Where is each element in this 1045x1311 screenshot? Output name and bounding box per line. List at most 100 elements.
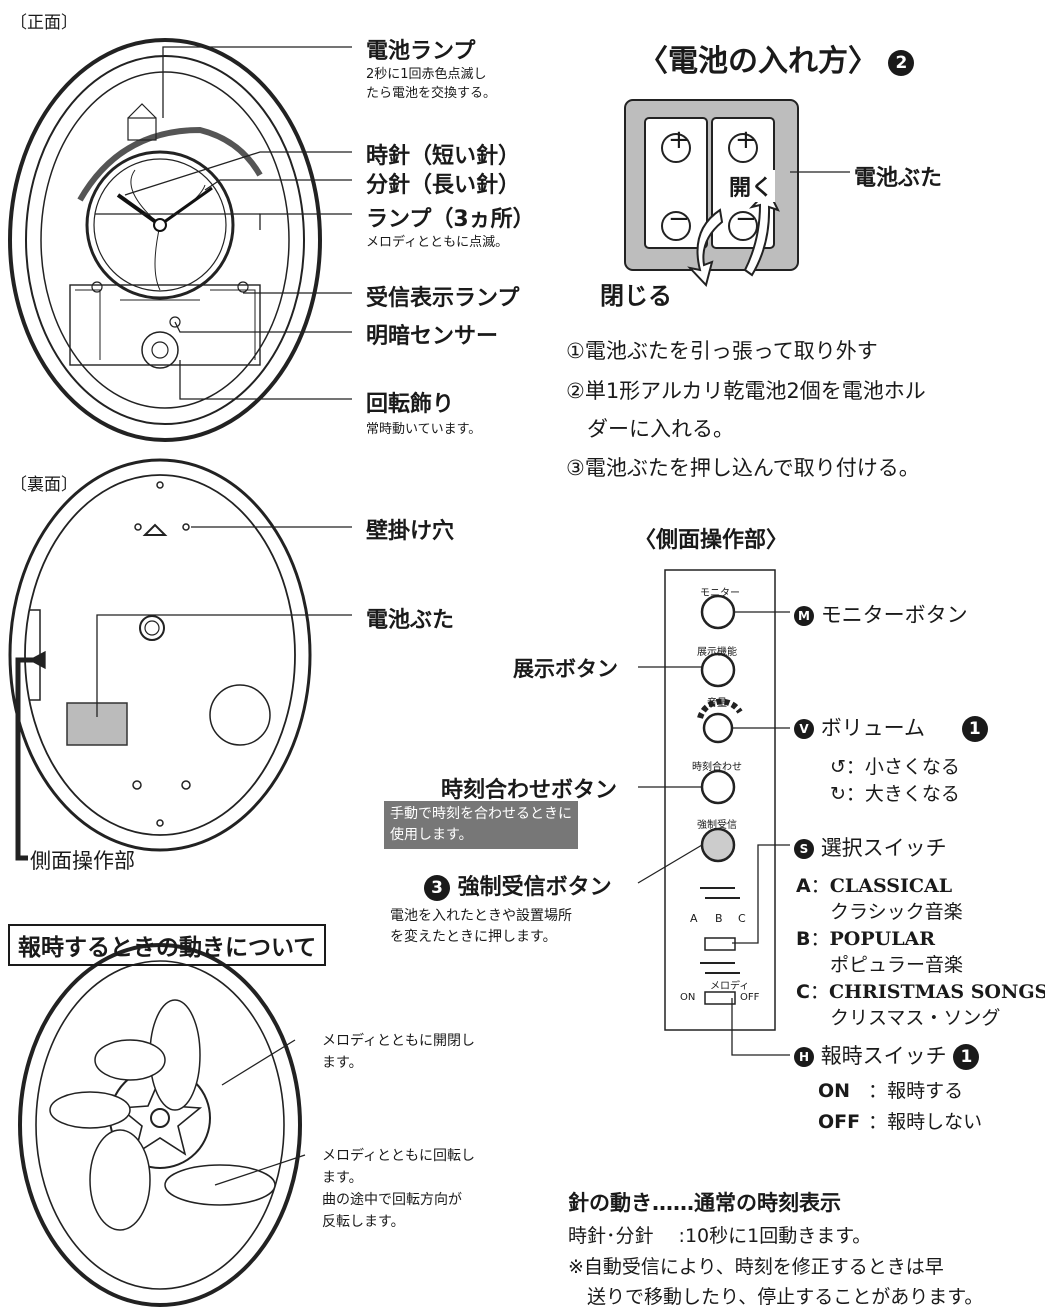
front-section-label: 〔正面〕: [10, 13, 78, 33]
minute-hand-label: 分針（長い針）: [366, 173, 521, 198]
panel-on-text: ON: [680, 992, 696, 1003]
front-leader-lines: [95, 46, 352, 400]
panel-off-text: OFF: [740, 992, 760, 1003]
option-b-key: B: [796, 928, 811, 950]
front-clock-illustration: [8, 38, 322, 442]
option-b: B：POPULAR: [796, 924, 935, 951]
light-sensor-label: 明暗センサー: [366, 324, 499, 349]
chime-switch-callout: H 報時スイッチ 1: [794, 1040, 980, 1070]
battery-step-2: ②単1形アルカリ乾電池2個を電池ホル: [566, 379, 926, 403]
force-badge: 3: [424, 875, 450, 901]
battery-lamp-label: 電池ランプ: [366, 39, 476, 64]
cw-icon: ↻: [830, 783, 846, 805]
time-set-button-label: 時刻合わせボタン: [441, 778, 618, 803]
rotating-decor-note: 常時動いています。: [366, 422, 482, 437]
minus-right-icon: −: [735, 204, 757, 234]
panel-monitor-text: モニター: [700, 588, 740, 599]
motion-title: 報時するときの動きについて: [8, 924, 327, 966]
force-button-label: 強制受信ボタン: [457, 875, 612, 900]
plus-right-icon: +: [735, 125, 757, 155]
panel-c-text: C: [738, 912, 746, 925]
option-b-desc: ポピュラー音楽: [830, 954, 964, 976]
clock-hands: [116, 186, 213, 232]
option-a-name: CLASSICAL: [829, 875, 953, 897]
motion-clock-illustration: [18, 943, 306, 1307]
select-switch-label: 選択スイッチ: [820, 836, 947, 860]
option-b-name: POPULAR: [829, 928, 936, 950]
battery-lamp-note: 2秒に1回赤色点滅し たら電池を交換する。: [366, 67, 497, 101]
back-section-label: 〔裏面〕: [10, 475, 78, 495]
chime-switch-label: 報時スイッチ: [820, 1044, 947, 1068]
volume-mark-icon: V: [794, 719, 814, 739]
option-c-desc: クリスマス・ソング: [830, 1007, 1001, 1029]
side-panel-pointer-label: 側面操作部: [30, 849, 135, 873]
volume-label: ボリューム: [820, 716, 926, 740]
chime-on: ON ：報時する: [818, 1076, 963, 1103]
lamps-note: メロディとともに点滅。: [366, 235, 509, 250]
reception-lamp-label: 受信表示ランプ: [366, 286, 520, 311]
option-c: C：CHRISTMAS SONGS: [796, 977, 1045, 1004]
monitor-button-label: モニターボタン: [820, 603, 968, 627]
side-panel-title: 〈側面操作部〉: [634, 528, 789, 553]
motion-note-open-close: メロディとともに開閉し ます。: [322, 1033, 476, 1071]
force-button-note: 電池を入れたときや設置場所 を変えたときに押します。: [390, 908, 572, 945]
panel-b-text: B: [715, 912, 723, 925]
chime-off-desc: ：報時しない: [868, 1111, 983, 1133]
open-label: 開く: [727, 170, 776, 202]
chime-off: OFF ：報時しない: [818, 1107, 982, 1134]
panel-force-text: 強制受信: [697, 820, 737, 831]
volume-large: ↻：大きくなる: [830, 779, 960, 806]
hour-hand-label: 時針（短い針）: [366, 144, 521, 169]
option-a-desc: クラシック音楽: [830, 901, 963, 923]
plus-left-icon: +: [668, 125, 690, 155]
volume-small: ↺：小さくなる: [830, 752, 960, 779]
battery-compartment-illustration: [624, 99, 850, 288]
panel-melody-text: メロディ: [710, 981, 750, 992]
chime-on-desc: ：報時する: [868, 1080, 964, 1102]
option-c-key: C: [796, 981, 810, 1003]
panel-a-text: A: [690, 912, 698, 925]
chime-on-key: ON: [818, 1080, 851, 1102]
select-mark-icon: S: [794, 839, 814, 859]
panel-display-text: 展示機能: [697, 647, 737, 658]
back-battery-cover-label: 電池ぶた: [366, 608, 455, 633]
hands-line-2: ※自動受信により、時刻を修正するときは早: [568, 1256, 944, 1278]
battery-step-2-cont: ダーに入れる。: [566, 417, 734, 441]
motion-note-rotate: メロディとともに回転し ます。 曲の途中で回転方向が 反転します。: [322, 1148, 476, 1230]
volume-large-text: ：大きくなる: [845, 783, 960, 805]
chime-mark-icon: H: [794, 1047, 814, 1067]
force-button-callout: 3 強制受信ボタン: [424, 869, 612, 901]
battery-step-1: ①電池ぶたを引っ張って取り外す: [566, 339, 878, 363]
monitor-mark-icon: M: [794, 606, 814, 626]
volume-small-text: ：小さくなる: [845, 756, 960, 778]
time-set-note: 手動で時刻を合わせるときに 使用します。: [384, 801, 578, 849]
battery-cover-label: 電池ぶた: [854, 166, 943, 191]
volume-callout: V ボリューム 1: [794, 712, 988, 742]
option-c-sep: ：: [809, 981, 829, 1003]
rotating-decor-label: 回転飾り: [366, 392, 455, 417]
battery-title-text: 〈電池の入れ方〉: [638, 44, 878, 79]
side-panel-illustration: [664, 569, 776, 1031]
panel-time-set-text: 時刻合わせ: [692, 762, 742, 773]
hands-line-1: 時針･分針 :10秒に1回動きます。: [568, 1225, 872, 1247]
panel-volume-text: 音量: [707, 698, 727, 709]
ccw-icon: ↺: [830, 756, 846, 778]
chime-off-key: OFF: [818, 1111, 861, 1133]
option-c-name: CHRISTMAS SONGS: [828, 981, 1045, 1003]
hands-line-3: 送りで移動したり、停止することがあります。: [568, 1286, 984, 1308]
back-clock-illustration: [8, 458, 312, 852]
battery-title: 〈電池の入れ方〉 2: [638, 36, 915, 80]
volume-badge: 1: [961, 716, 988, 742]
side-leader-lines: [637, 611, 790, 1056]
chime-badge: 1: [953, 1044, 980, 1070]
monitor-button-callout: M モニターボタン: [794, 599, 968, 629]
back-leader-lines: [15, 526, 352, 861]
select-switch-callout: S 選択スイッチ: [794, 832, 947, 862]
lamps-label: ランプ（3ヵ所）: [366, 207, 535, 232]
option-a-sep: ：: [810, 875, 830, 897]
wall-hole-label: 壁掛け穴: [366, 519, 455, 544]
minus-left-icon: −: [668, 204, 690, 234]
option-b-sep: ：: [810, 928, 830, 950]
hands-title: 針の動き……通常の時刻表示: [568, 1191, 841, 1215]
option-a: A：CLASSICAL: [796, 871, 952, 898]
